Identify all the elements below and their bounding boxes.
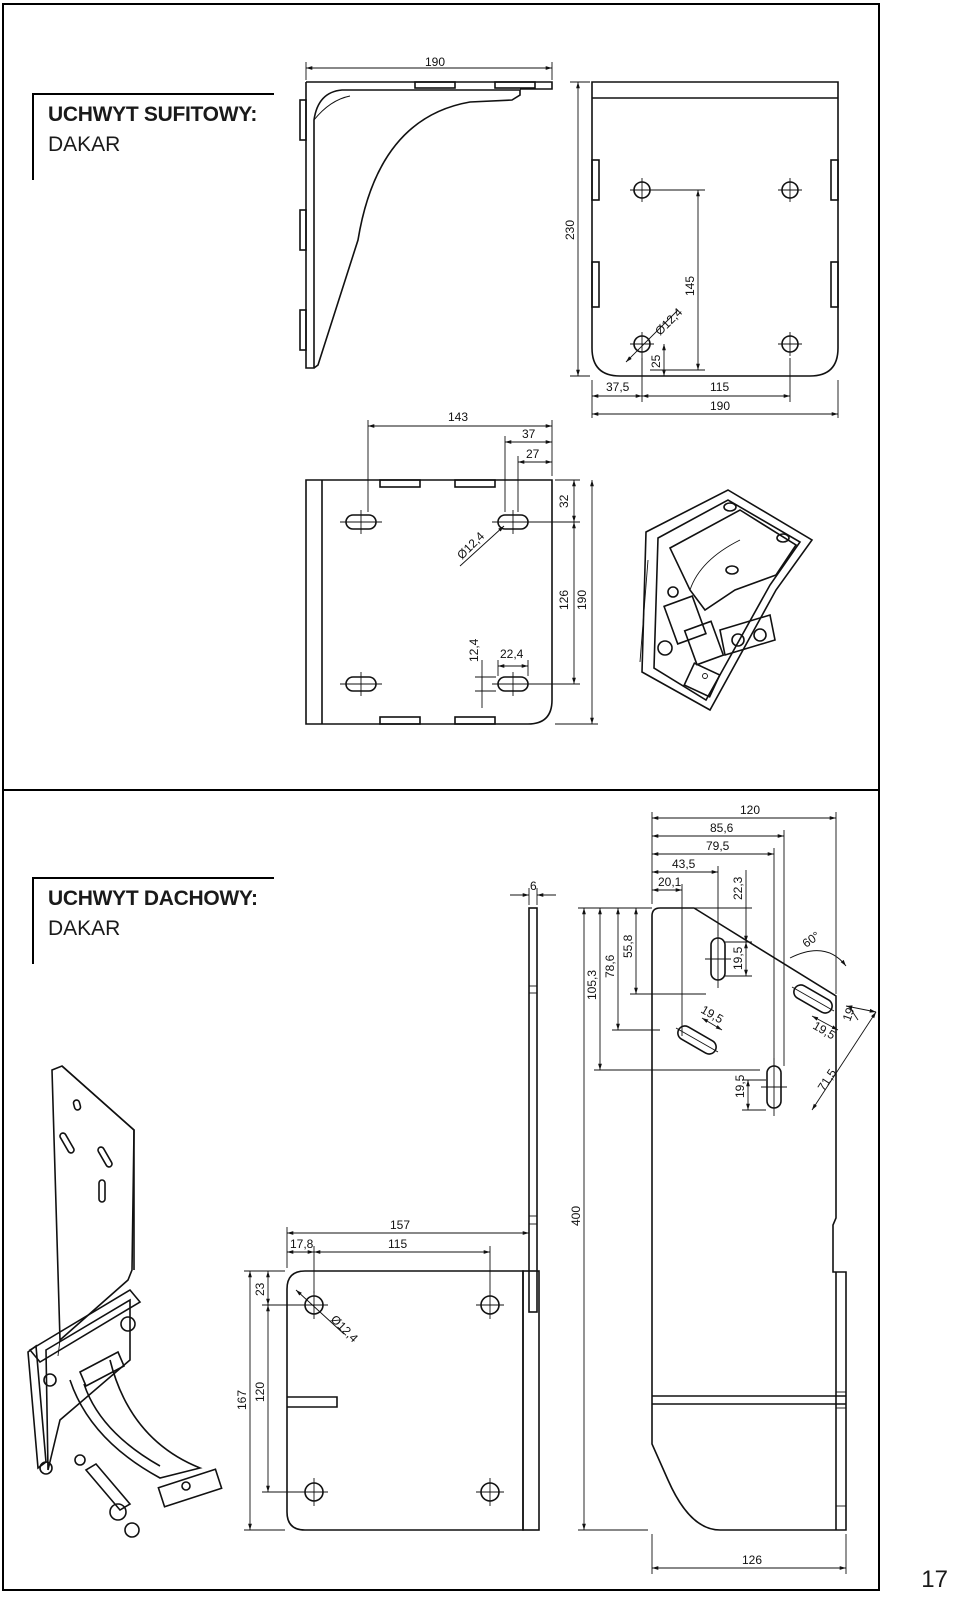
dim-label: 120 [253,1382,267,1402]
dim-label: Ø12,4 [652,305,685,338]
dim-label: 19,5 [731,946,745,970]
dim-label: 12,4 [467,638,481,662]
dim-label: 79,5 [706,839,730,853]
dim-label: 78,6 [603,954,617,978]
dim-label: 126 [742,1553,762,1567]
dim-label: 37 [522,427,536,441]
dim-label: 167 [235,1390,249,1410]
dim-label: 37,5 [606,380,630,394]
dim-label: 17,8 [290,1237,314,1251]
dim-label: 126 [557,590,571,610]
section-divider [2,789,880,791]
dim-label: 120 [740,803,760,817]
ceiling-mount-isometric [639,489,814,712]
roof-base-plate [244,1225,540,1531]
roof-bracket-plate [578,812,877,1574]
dim-label: 190 [575,590,589,610]
drawing-frame [2,3,880,1591]
dim-label: 25 [649,354,663,368]
dim-label: 145 [683,276,697,296]
dim-label: 23 [253,1282,267,1296]
dim-label: 143 [448,410,468,424]
dim-label: 60° [800,928,823,950]
dim-label: 43,5 [672,857,696,871]
dim-label: 20,1 [658,875,682,889]
roof-mount-header: UCHWYT DACHOWY: DAKAR [32,877,274,964]
ceiling-side-view [299,62,553,369]
dim-label: 157 [390,1218,410,1232]
dim-label: 22,3 [731,876,745,900]
ceiling-mount-subtitle: DAKAR [48,133,121,156]
roof-mount-isometric [27,1065,223,1538]
dim-label: 22,4 [500,647,524,661]
dim-label: 19 [840,1005,858,1023]
roof-mount-title: UCHWYT DACHOWY: [48,887,258,910]
dim-label: 19,5 [811,1018,839,1042]
dim-label: 19,5 [733,1074,747,1098]
ceiling-mount-title: UCHWYT SUFITOWY: [48,103,258,126]
dim-label: 230 [563,220,577,240]
dim-label: 27 [526,447,540,461]
dim-label: 55,8 [621,934,635,958]
dim-label: 115 [710,380,729,394]
dim-label: 32 [557,494,571,508]
dim-label: 105,3 [585,970,599,1000]
dim-label: 85,6 [710,821,734,835]
dim-label: 400 [569,1206,583,1226]
dim-label: 190 [425,55,445,69]
ceiling-mount-header: UCHWYT SUFITOWY: DAKAR [32,93,274,180]
dim-label: Ø12,4 [328,1312,361,1345]
page-number: 17 [921,1566,948,1593]
roof-mount-subtitle: DAKAR [48,917,121,940]
dim-label: 190 [710,399,730,413]
dim-label: 115 [388,1237,407,1251]
dim-label: 19,5 [699,1002,727,1026]
roof-side-profile [510,888,556,1313]
ceiling-front-view [570,81,839,418]
ceiling-top-view [305,420,598,725]
dim-label: 6 [530,879,537,893]
